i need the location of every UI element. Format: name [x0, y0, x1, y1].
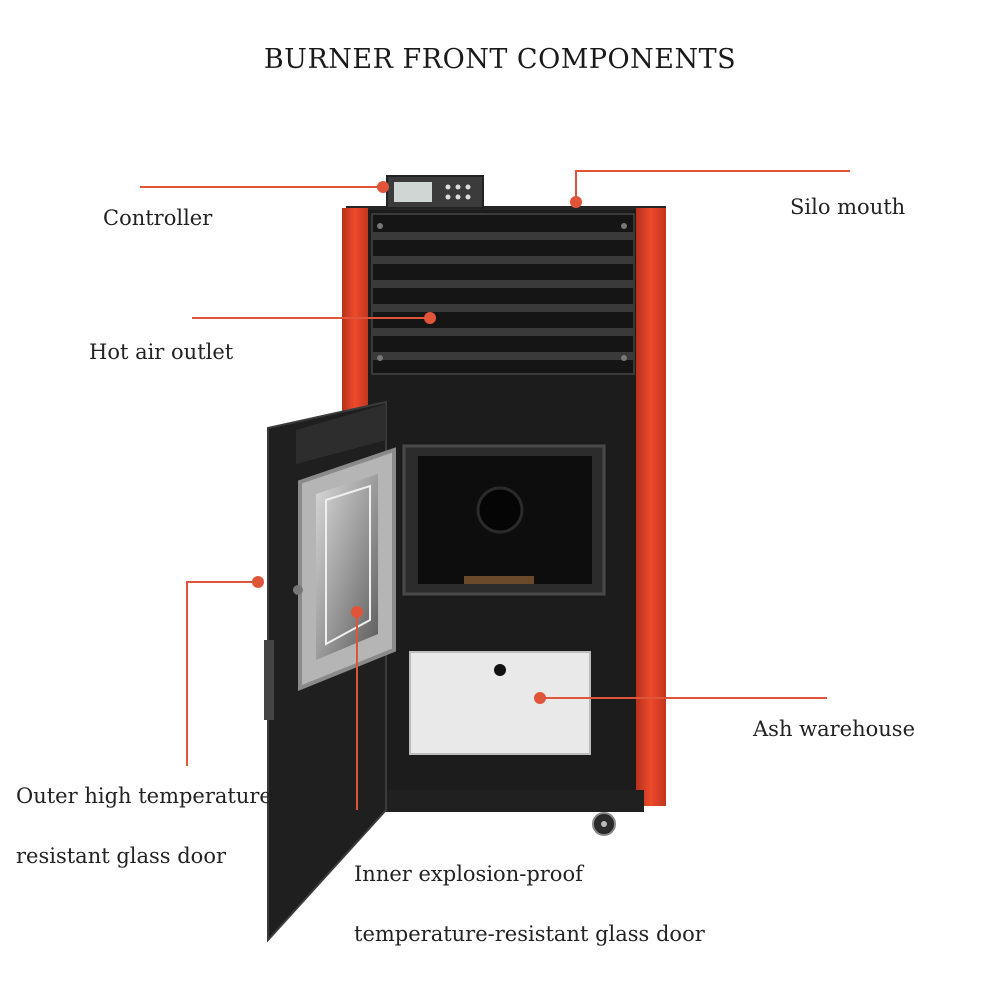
silo-mouth-callout-dot	[570, 196, 582, 208]
controller-callout-dot	[377, 181, 389, 193]
inner-door-label-line1: Inner explosion-proof	[354, 862, 583, 886]
hot-air-callout-dot	[424, 312, 436, 324]
inner-door-label-line2: temperature-resistant glass door	[354, 922, 705, 946]
hot-air-grille	[371, 213, 635, 375]
ash-warehouse-callout-dot	[534, 692, 546, 704]
ash-warehouse-label: Ash warehouse	[753, 717, 916, 741]
inner-door-callout-dot	[351, 606, 363, 618]
outer-door-label-line2: resistant glass door	[16, 844, 227, 868]
combustion-chamber	[402, 444, 606, 596]
controller-label: Controller	[103, 206, 213, 230]
outer-door-callout-line	[186, 581, 258, 766]
open-glass-door	[264, 400, 396, 943]
ash-drawer	[409, 651, 591, 755]
outer-door-label-line1: Outer high temperature	[16, 784, 272, 808]
right-red-panel	[636, 208, 666, 806]
stove-base	[372, 790, 644, 836]
silo-mouth-callout-line	[575, 170, 850, 202]
hot-air-outlet-label: Hot air outlet	[89, 340, 234, 364]
controller-box	[386, 175, 484, 209]
outer-door-callout-dot	[252, 576, 264, 588]
callouts	[140, 170, 850, 810]
inner-glass-pane	[325, 484, 371, 646]
silo-mouth-label: Silo mouth	[790, 195, 906, 219]
diagram-title: BURNER FRONT COMPONENTS	[263, 44, 737, 75]
